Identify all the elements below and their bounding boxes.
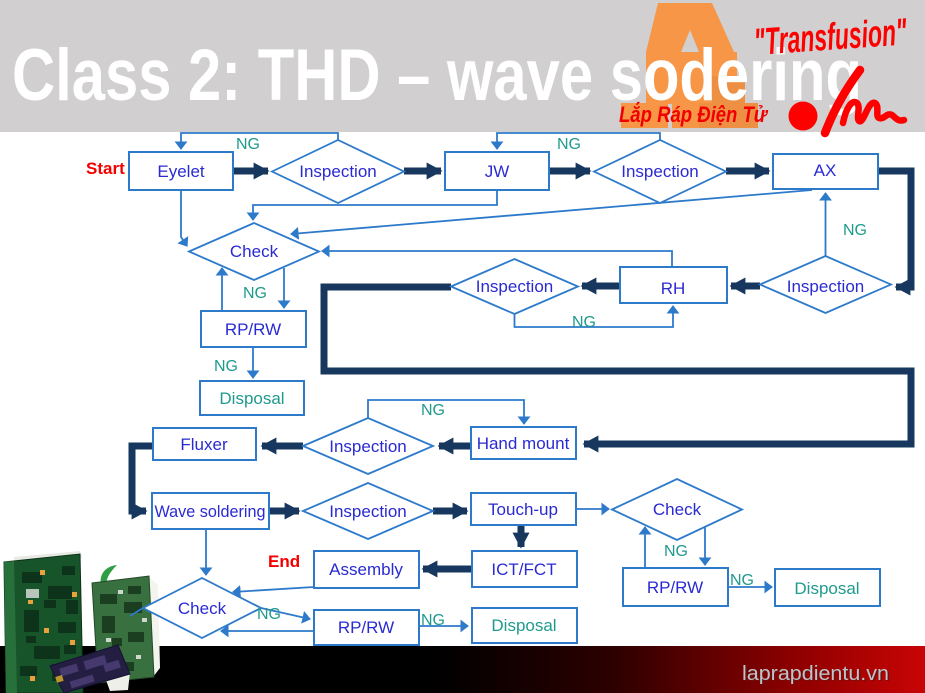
svg-text:NG: NG [214, 358, 238, 375]
svg-text:Hand mount: Hand mount [477, 434, 570, 453]
svg-text:Wave soldering: Wave soldering [155, 502, 266, 521]
svg-text:Inspection: Inspection [476, 277, 554, 296]
svg-text:NG: NG [664, 543, 688, 560]
svg-text:NG: NG [572, 314, 596, 331]
svg-text:Disposal: Disposal [491, 616, 556, 635]
svg-text:laprapdientu.vn: laprapdientu.vn [742, 663, 889, 685]
svg-text:Check: Check [178, 599, 227, 618]
svg-text:Inspection: Inspection [787, 277, 865, 296]
svg-text:Inspection: Inspection [621, 162, 699, 181]
svg-text:Check: Check [653, 500, 702, 519]
svg-text:Start: Start [86, 159, 125, 178]
svg-text:NG: NG [843, 222, 867, 239]
svg-text:Fluxer: Fluxer [180, 435, 228, 454]
svg-text:Inspection: Inspection [299, 162, 377, 181]
svg-text:Touch-up: Touch-up [488, 500, 558, 519]
svg-text:Assembly: Assembly [329, 560, 403, 579]
svg-text:Inspection: Inspection [329, 502, 407, 521]
svg-text:Class 2: THD – wave sodering: Class 2: THD – wave sodering [12, 35, 862, 116]
svg-text:Inspection: Inspection [329, 437, 407, 456]
svg-text:JW: JW [485, 162, 510, 181]
svg-text:Check: Check [230, 242, 279, 261]
svg-text:NG: NG [243, 285, 267, 302]
svg-text:NG: NG [236, 136, 260, 153]
svg-text:AX: AX [814, 161, 837, 180]
svg-text:End: End [268, 552, 300, 571]
svg-text:RP/RW: RP/RW [647, 578, 703, 597]
svg-text:Eyelet: Eyelet [157, 162, 205, 181]
svg-text:NG: NG [421, 612, 445, 629]
svg-text:RP/RW: RP/RW [225, 320, 281, 339]
svg-text:Lắp Ráp Điện Tử: Lắp Ráp Điện Tử [619, 102, 769, 127]
svg-text:Disposal: Disposal [219, 389, 284, 408]
svg-text:RP/RW: RP/RW [338, 618, 394, 637]
svg-text:NG: NG [421, 402, 445, 419]
svg-text:NG: NG [257, 606, 281, 623]
svg-text:laprapdientu.vn: laprapdientu.vn [744, 664, 891, 686]
svg-text:NG: NG [557, 136, 581, 153]
svg-text:ICT/FCT: ICT/FCT [491, 560, 556, 579]
svg-text:NG: NG [730, 572, 754, 589]
svg-text:Disposal: Disposal [794, 579, 859, 598]
svg-text:RH: RH [661, 279, 686, 298]
